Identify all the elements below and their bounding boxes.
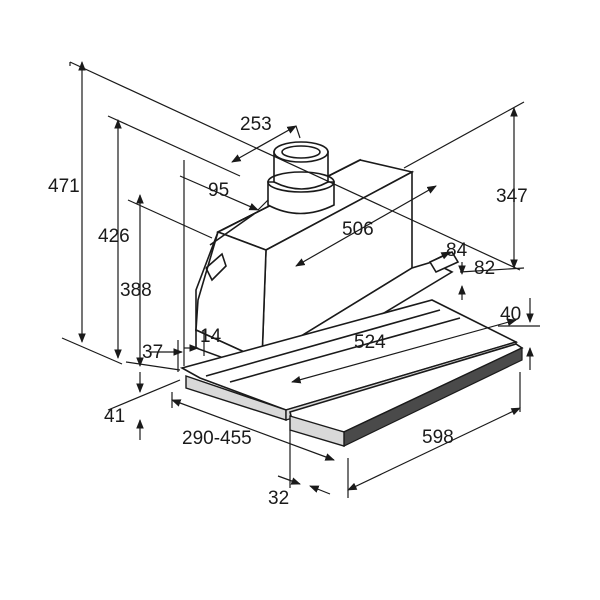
label-dim-40: 40 <box>500 304 521 325</box>
label-dim-32: 32 <box>268 488 289 509</box>
label-dim-14: 14 <box>200 326 222 347</box>
label-dim-37: 37 <box>142 342 163 363</box>
vent-clip <box>205 252 227 282</box>
label-width-598: 598 <box>422 427 454 448</box>
label-height-347: 347 <box>496 186 528 207</box>
label-extension-range: 290-455 <box>182 428 252 449</box>
label-offset-95: 95 <box>208 180 229 201</box>
dimension-labels: 471 426 388 253 95 506 347 84 82 40 524 … <box>48 114 528 509</box>
label-height-426: 426 <box>98 226 130 247</box>
label-height-388: 388 <box>120 280 152 301</box>
dimension-lines <box>61 61 540 498</box>
label-total-height: 471 <box>48 176 80 197</box>
label-dim-84: 84 <box>446 240 468 261</box>
label-depth-524: 524 <box>354 332 386 353</box>
label-width-253: 253 <box>240 114 272 135</box>
vent-line <box>209 213 255 246</box>
hood-body <box>179 158 524 447</box>
label-dim-82: 82 <box>474 258 495 279</box>
label-depth-506: 506 <box>342 219 374 240</box>
label-dim-41: 41 <box>104 406 125 427</box>
exhaust-duct <box>267 141 335 215</box>
